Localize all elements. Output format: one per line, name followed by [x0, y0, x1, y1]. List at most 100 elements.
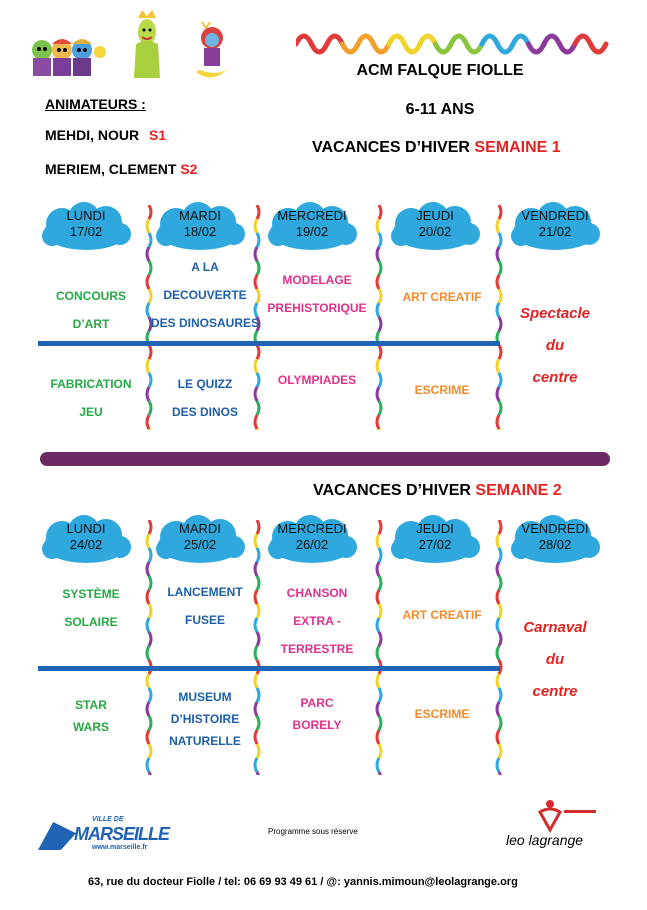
activity-line: ART CREATIF	[402, 290, 482, 304]
week2-day-cloud: VENDREDI 28/02	[509, 515, 601, 567]
friday-event-line: centre	[532, 369, 578, 386]
week2-day-name: JEUDI	[416, 521, 454, 536]
week2-morning-activity: ART CREATIF	[382, 601, 502, 629]
week2-day-cloud: JEUDI 27/02	[389, 515, 481, 567]
marseille-logo: VILLE DE MARSEILLE www.marseille.fr	[38, 816, 170, 854]
animateurs-line-1: MEHDI, NOUR S1	[45, 127, 166, 143]
week1-day-cloud: JEUDI 20/02	[389, 202, 481, 254]
week1-day-cloud: MARDI 18/02	[154, 202, 246, 254]
week1-day-date: 18/02	[183, 224, 217, 239]
week1-day-date: 21/02	[538, 224, 572, 239]
week1-friday-event: Spectacle du centre	[500, 298, 610, 394]
animateurs-names-2: MERIEM, CLEMENT	[45, 161, 177, 177]
week2-column-divider	[144, 519, 154, 787]
week2-day-name: MARDI	[179, 521, 221, 536]
week2-afternoon-activity: PARC BORELY	[257, 692, 377, 736]
week2-day-name: MERCREDI	[277, 521, 347, 536]
week1-day-name: VENDREDI	[521, 208, 589, 223]
animateurs-tag-1: S1	[149, 127, 167, 143]
week2-column-divider	[374, 519, 384, 787]
week2-day-date: 27/02	[418, 537, 452, 552]
footer-address: 63, rue du docteur Fiolle / tel: 06 69 9…	[88, 876, 518, 888]
activity-line: A LA	[191, 260, 219, 274]
week1-afternoon-activity: OLYMPIADES	[257, 366, 377, 394]
marseille-logo-text: MARSEILLE	[74, 824, 170, 844]
week2-heading-label: VACANCES D’HIVER	[313, 482, 471, 499]
week1-heading: VACANCES D’HIVER SEMAINE 1	[312, 139, 612, 157]
activity-line: DECOUVERTE	[163, 288, 247, 302]
marseille-logo-small: VILLE DE	[92, 816, 124, 823]
king-character-illustration	[130, 8, 164, 80]
activity-line: PARC	[300, 696, 334, 710]
activity-line: EXTRA -	[293, 614, 341, 628]
activity-line: STAR	[75, 698, 107, 712]
week1-afternoon-activity: FABRICATION JEU	[31, 370, 151, 426]
week2-heading: VACANCES D’HIVER SEMAINE 2	[313, 482, 613, 500]
week2-day-cloud: LUNDI 24/02	[40, 515, 132, 567]
week1-day-name: MARDI	[179, 208, 221, 223]
week2-day-cloud: MERCREDI 26/02	[266, 515, 358, 567]
leo-lagrange-logo-text: leo lagrange	[506, 832, 584, 848]
week2-day-name: VENDREDI	[521, 521, 589, 536]
week1-day-cloud: VENDREDI 21/02	[509, 202, 601, 254]
activity-line: TERRESTRE	[280, 642, 354, 656]
activity-line: JEU	[79, 405, 103, 419]
week2-day-date: 24/02	[69, 537, 103, 552]
week2-morning-activity: SYSTÈME SOLAIRE	[31, 580, 151, 636]
activity-line: WARS	[73, 720, 109, 734]
week2-day-name: LUNDI	[66, 521, 106, 536]
week2-day-date: 25/02	[183, 537, 217, 552]
animateurs-names-1: MEHDI, NOUR	[45, 127, 140, 143]
marseille-logo-url: www.marseille.fr	[92, 844, 148, 851]
activity-line: CHANSON	[286, 586, 348, 600]
week1-morning-activity: ART CREATIF	[382, 283, 502, 311]
week1-afternoon-activity: ESCRIME	[382, 376, 502, 404]
activity-line: SYSTÈME	[62, 587, 120, 601]
friday-event-line: centre	[532, 683, 578, 700]
squiggle-divider	[375, 519, 383, 787]
week1-morning-afternoon-divider	[38, 341, 500, 346]
animateurs-title: ANIMATEURS :	[45, 96, 146, 112]
leo-lagrange-logo: leo lagrange	[506, 796, 602, 854]
week1-heading-label: VACANCES D’HIVER	[312, 139, 470, 156]
friday-event-line: du	[545, 337, 565, 354]
girl-on-moon-illustration	[192, 20, 234, 82]
kids-characters-illustration	[26, 8, 126, 80]
week2-morning-afternoon-divider	[38, 666, 500, 671]
program-note: Programme sous réserve	[268, 827, 358, 836]
animateurs-line-2: MERIEM, CLEMENT S2	[45, 161, 197, 177]
animateurs-tag-2: S2	[180, 161, 198, 177]
friday-event-line: Spectacle	[519, 305, 591, 322]
activity-line: SOLAIRE	[64, 615, 118, 629]
week1-day-date: 17/02	[69, 224, 103, 239]
week1-heading-highlight: SEMAINE 1	[474, 139, 561, 156]
activity-line: OLYMPIADES	[277, 373, 357, 387]
week1-column-divider	[144, 204, 154, 444]
week2-morning-activity: CHANSON EXTRA - TERRESTRE	[257, 579, 377, 663]
activity-line: NATURELLE	[169, 734, 241, 748]
activity-line: ART CREATIF	[402, 608, 482, 622]
week-separator-bar	[40, 452, 610, 466]
activity-line: ESCRIME	[414, 383, 470, 397]
activity-line: D’ART	[72, 317, 110, 331]
activity-line: PREHISTORIQUE	[267, 301, 367, 315]
week1-day-cloud: LUNDI 17/02	[40, 202, 132, 254]
week2-day-date: 26/02	[295, 537, 329, 552]
week2-day-date: 28/02	[538, 537, 572, 552]
activity-line: CONCOURS	[55, 289, 126, 303]
week1-day-name: JEUDI	[416, 208, 454, 223]
squiggle-divider	[145, 519, 153, 787]
activity-line: BORELY	[292, 718, 342, 732]
activity-line: DES DINOSAURES	[150, 316, 260, 330]
activity-line: D’HISTOIRE	[170, 712, 240, 726]
activity-line: DES DINOS	[171, 405, 238, 419]
week2-afternoon-activity: ESCRIME	[382, 703, 502, 725]
activity-line: LE QUIZZ	[177, 377, 233, 391]
week1-day-name: MERCREDI	[277, 208, 347, 223]
week1-day-name: LUNDI	[66, 208, 106, 223]
activity-line: FABRICATION	[50, 377, 132, 391]
activity-line: LANCEMENT	[167, 585, 243, 599]
